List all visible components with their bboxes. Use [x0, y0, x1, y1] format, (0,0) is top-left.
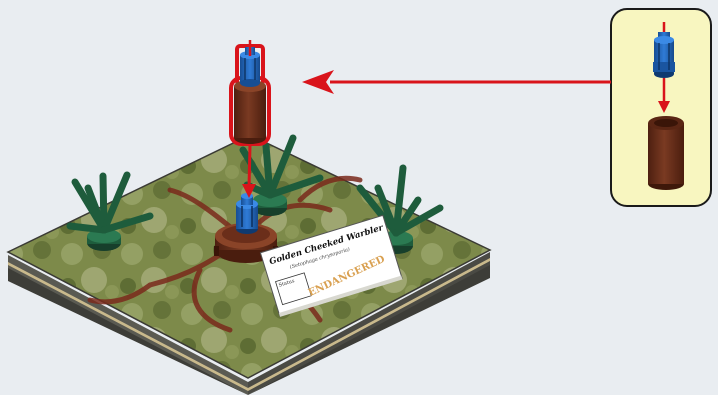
callout-blue-stud [653, 32, 675, 78]
pointer-arrow [302, 70, 611, 94]
callout-brown-brick [648, 116, 684, 190]
highlighted-part [231, 40, 269, 144]
callout-box [611, 9, 711, 206]
